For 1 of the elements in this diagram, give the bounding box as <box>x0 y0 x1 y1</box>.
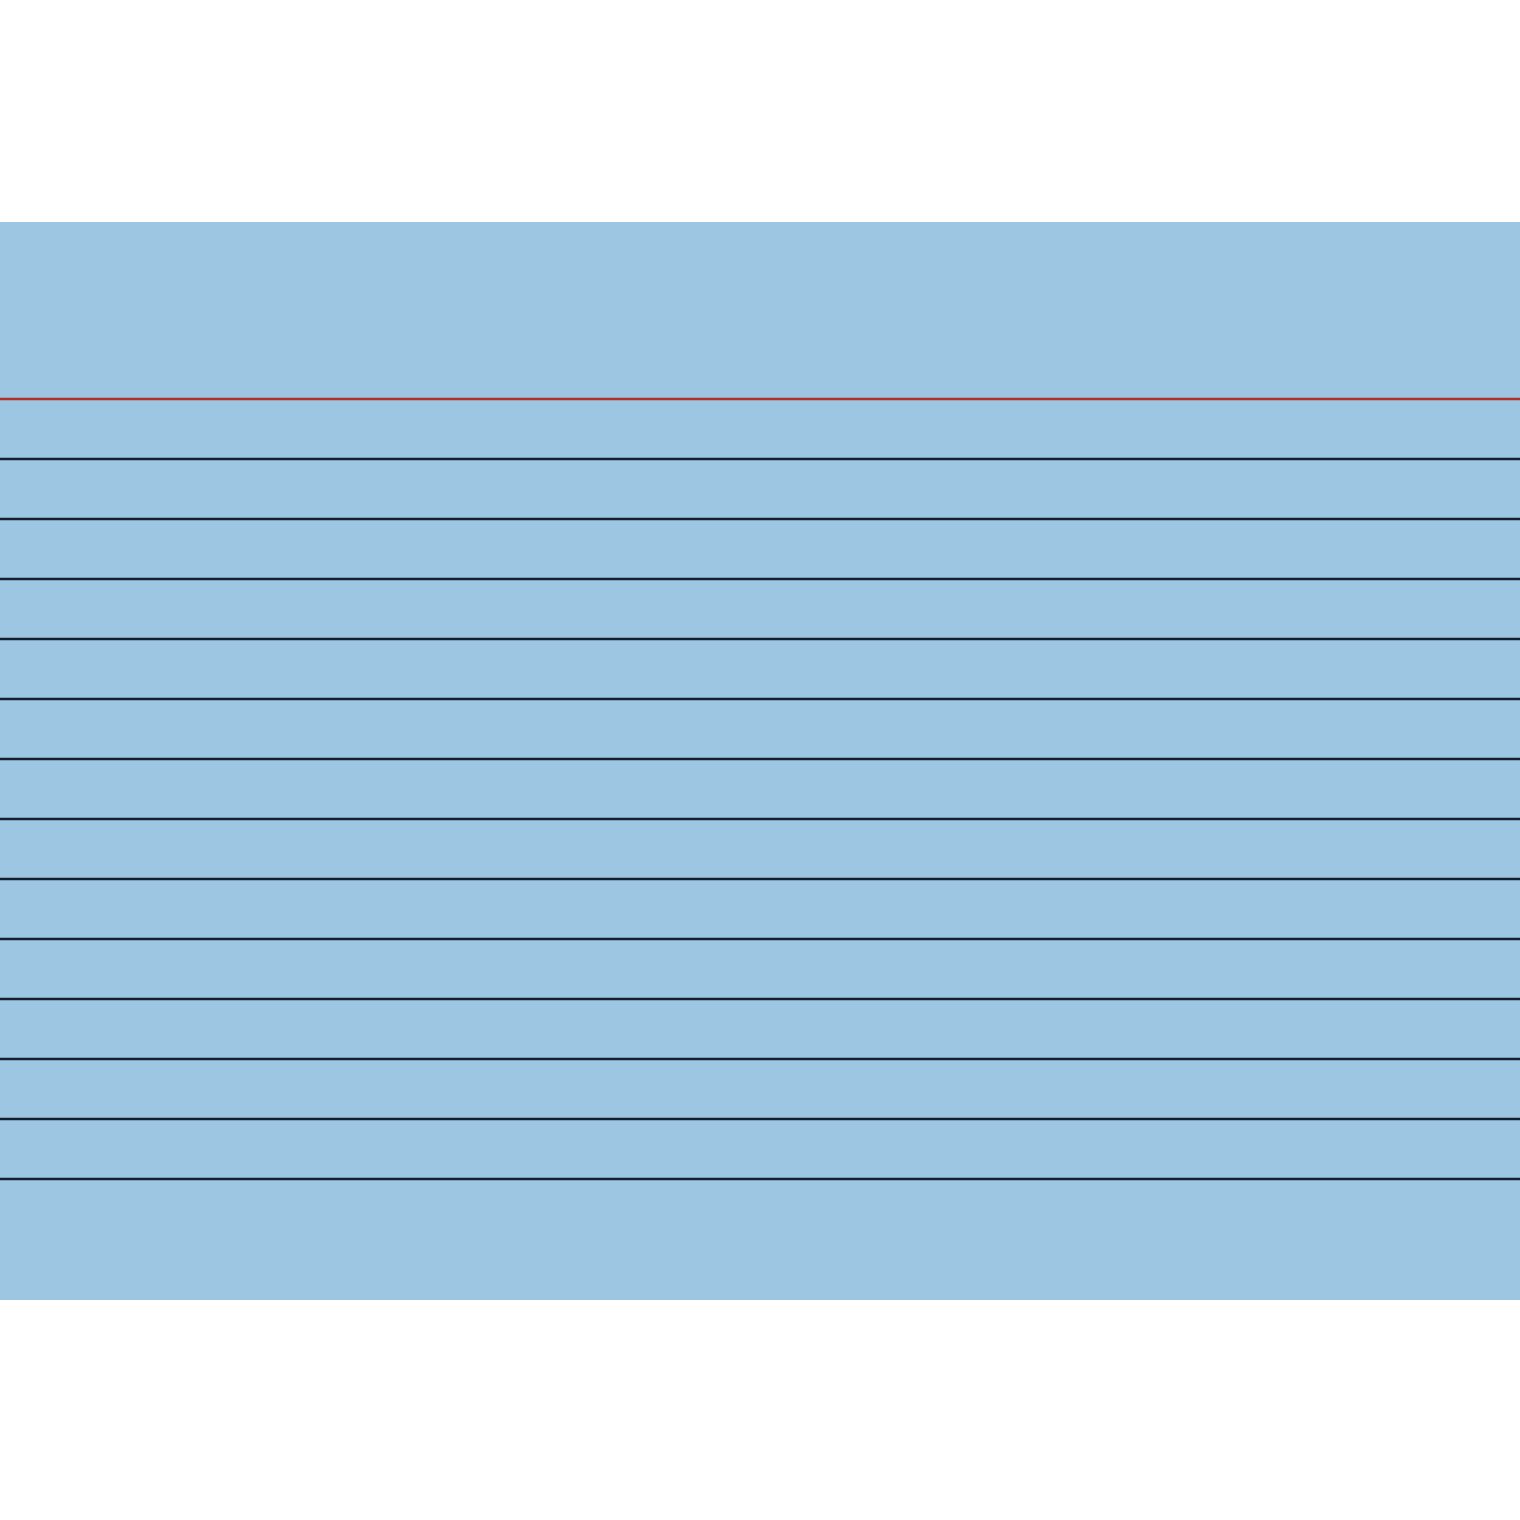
ruled-index-card-drawing <box>0 222 1520 1300</box>
